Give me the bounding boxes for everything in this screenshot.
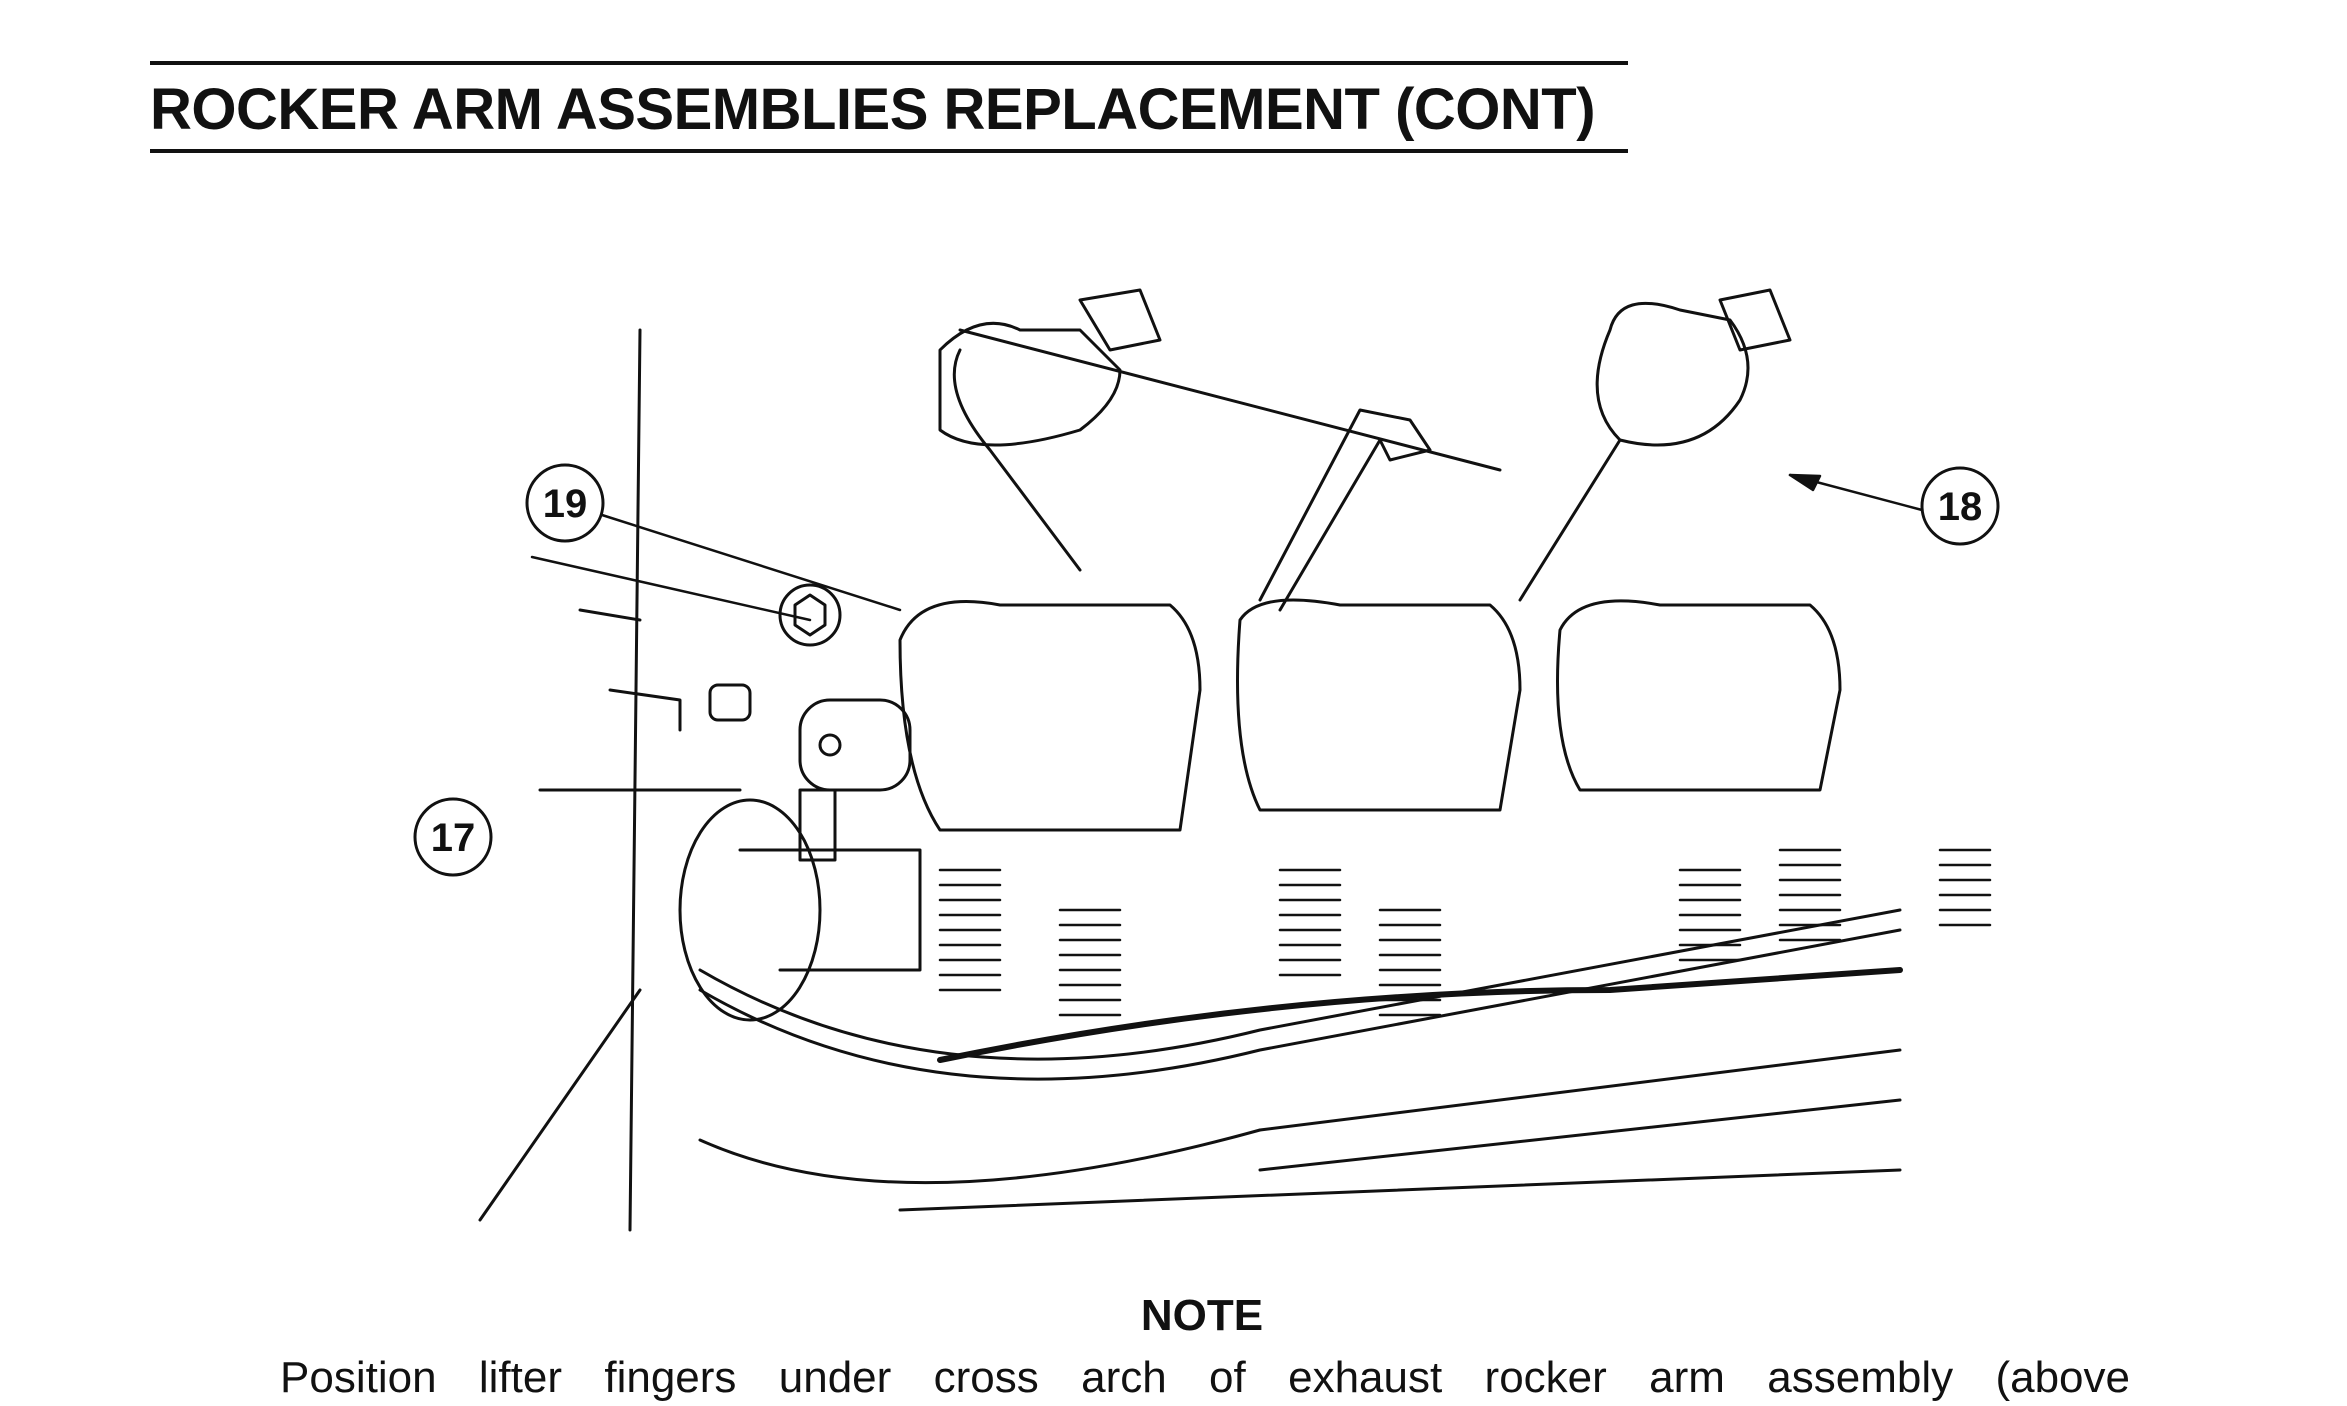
callout-19-label: 19 — [543, 482, 588, 526]
wiring-harness — [937, 967, 1903, 1063]
valve-springs — [938, 848, 1992, 1017]
title-rule-bottom — [150, 149, 1628, 153]
callout-18: 18 — [1920, 466, 2000, 546]
note-text: Position lifter fingers under cross arch… — [280, 1353, 2130, 1402]
callout-19: 19 — [525, 463, 605, 543]
rocker-arm-assemblies — [708, 583, 1842, 832]
engine-rocker-arm-illustration: 19 17 18 — [413, 288, 2000, 1232]
engine-block-drawing — [478, 328, 1902, 1232]
lifter-tools-and-hands — [938, 288, 1792, 612]
callout-17-label: 17 — [431, 816, 476, 860]
title-rule-top — [150, 61, 1628, 65]
callout-leader-lines — [530, 473, 1924, 622]
page-title: ROCKER ARM ASSEMBLIES REPLACEMENT (CONT) — [150, 77, 1596, 142]
note-heading: NOTE — [1140, 1291, 1264, 1340]
front-cover — [678, 788, 922, 1022]
callout-17: 17 — [413, 797, 493, 877]
callout-18-label: 18 — [1938, 485, 1983, 529]
